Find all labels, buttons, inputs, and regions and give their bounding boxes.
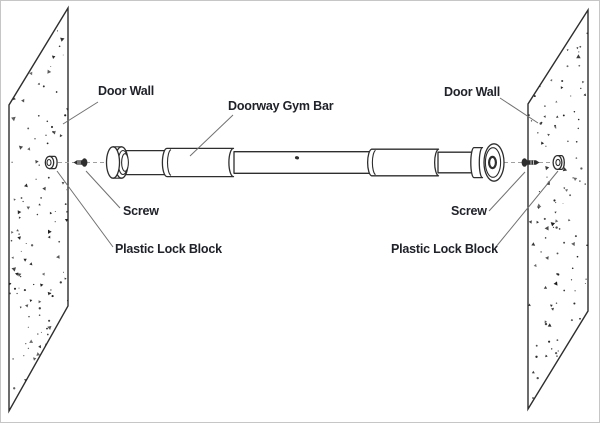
label-door-wall-left: Door Wall bbox=[98, 84, 155, 98]
right-lock-block-graphic bbox=[552, 154, 565, 171]
left-end-cap bbox=[105, 146, 129, 179]
bar-sleeve-left bbox=[161, 147, 235, 178]
right-collar bbox=[470, 146, 484, 179]
bar-tube-left bbox=[122, 149, 168, 176]
label-door-wall-right: Door Wall bbox=[444, 85, 501, 99]
label-doorway-gym-bar: Doorway Gym Bar bbox=[228, 99, 334, 113]
gym-bar bbox=[105, 143, 505, 182]
left-lock-block-graphic bbox=[44, 155, 58, 170]
bar-tube-middle bbox=[233, 151, 372, 174]
label-screw-right: Screw bbox=[451, 204, 487, 218]
right-door-wall-panel bbox=[527, 7, 589, 412]
leader-lines bbox=[56, 97, 559, 249]
left-screw-graphic bbox=[73, 158, 88, 167]
adjustment-hole bbox=[294, 156, 300, 160]
label-plastic-lock-block-left: Plastic Lock Block bbox=[115, 242, 222, 256]
right-screw-graphic bbox=[521, 158, 540, 167]
right-end-cap bbox=[483, 143, 505, 182]
label-plastic-lock-block-right: Plastic Lock Block bbox=[391, 242, 498, 256]
left-door-wall-panel bbox=[8, 5, 69, 414]
bar-sleeve-right bbox=[367, 148, 440, 177]
label-screw-left: Screw bbox=[123, 204, 159, 218]
wall-texture-speckles bbox=[9, 8, 68, 411]
